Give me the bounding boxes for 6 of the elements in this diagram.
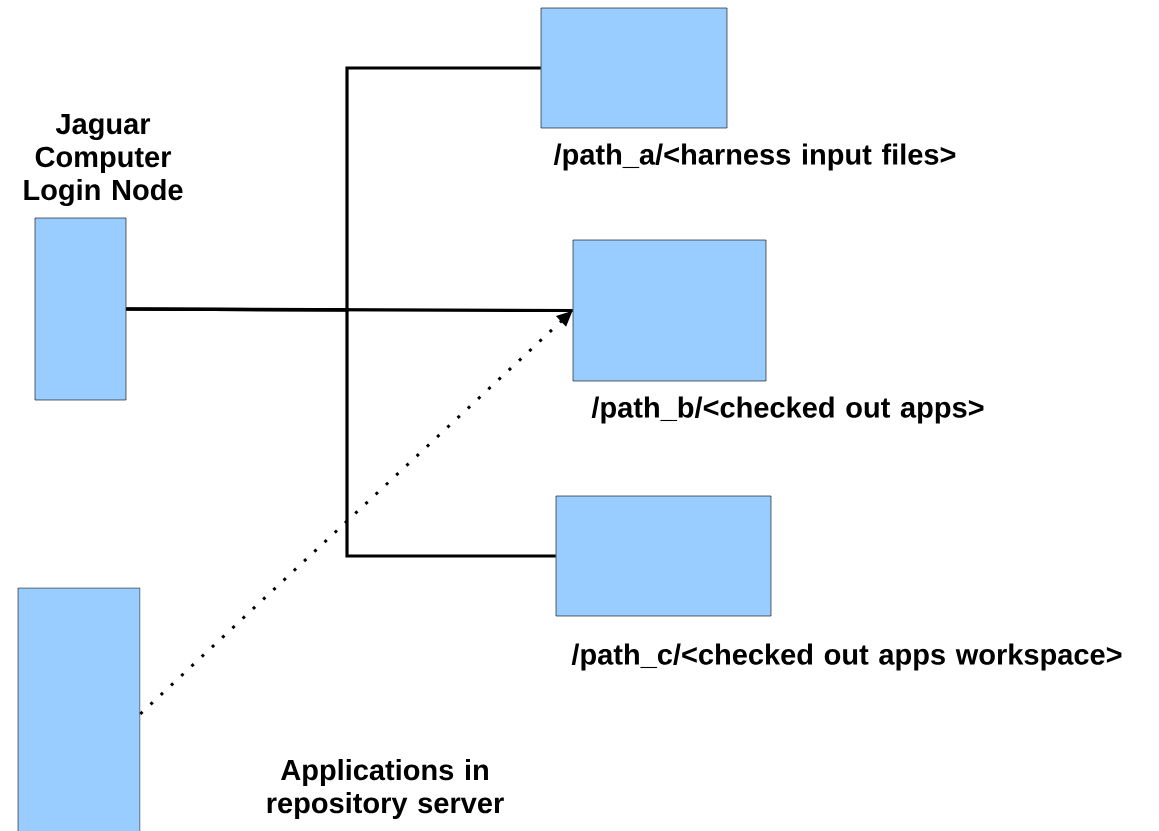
box-label: Applications in repository server bbox=[267, 759, 504, 820]
box-label: /path_c/<checked out apps workspace> bbox=[571, 643, 1122, 671]
box-label: /path_b/<checked out apps> bbox=[591, 396, 984, 424]
box-label: Jaguar Computer Login Node bbox=[24, 113, 183, 207]
connector-line bbox=[126, 307, 556, 558]
box-label: /path_a/<harness input files> bbox=[553, 143, 956, 171]
